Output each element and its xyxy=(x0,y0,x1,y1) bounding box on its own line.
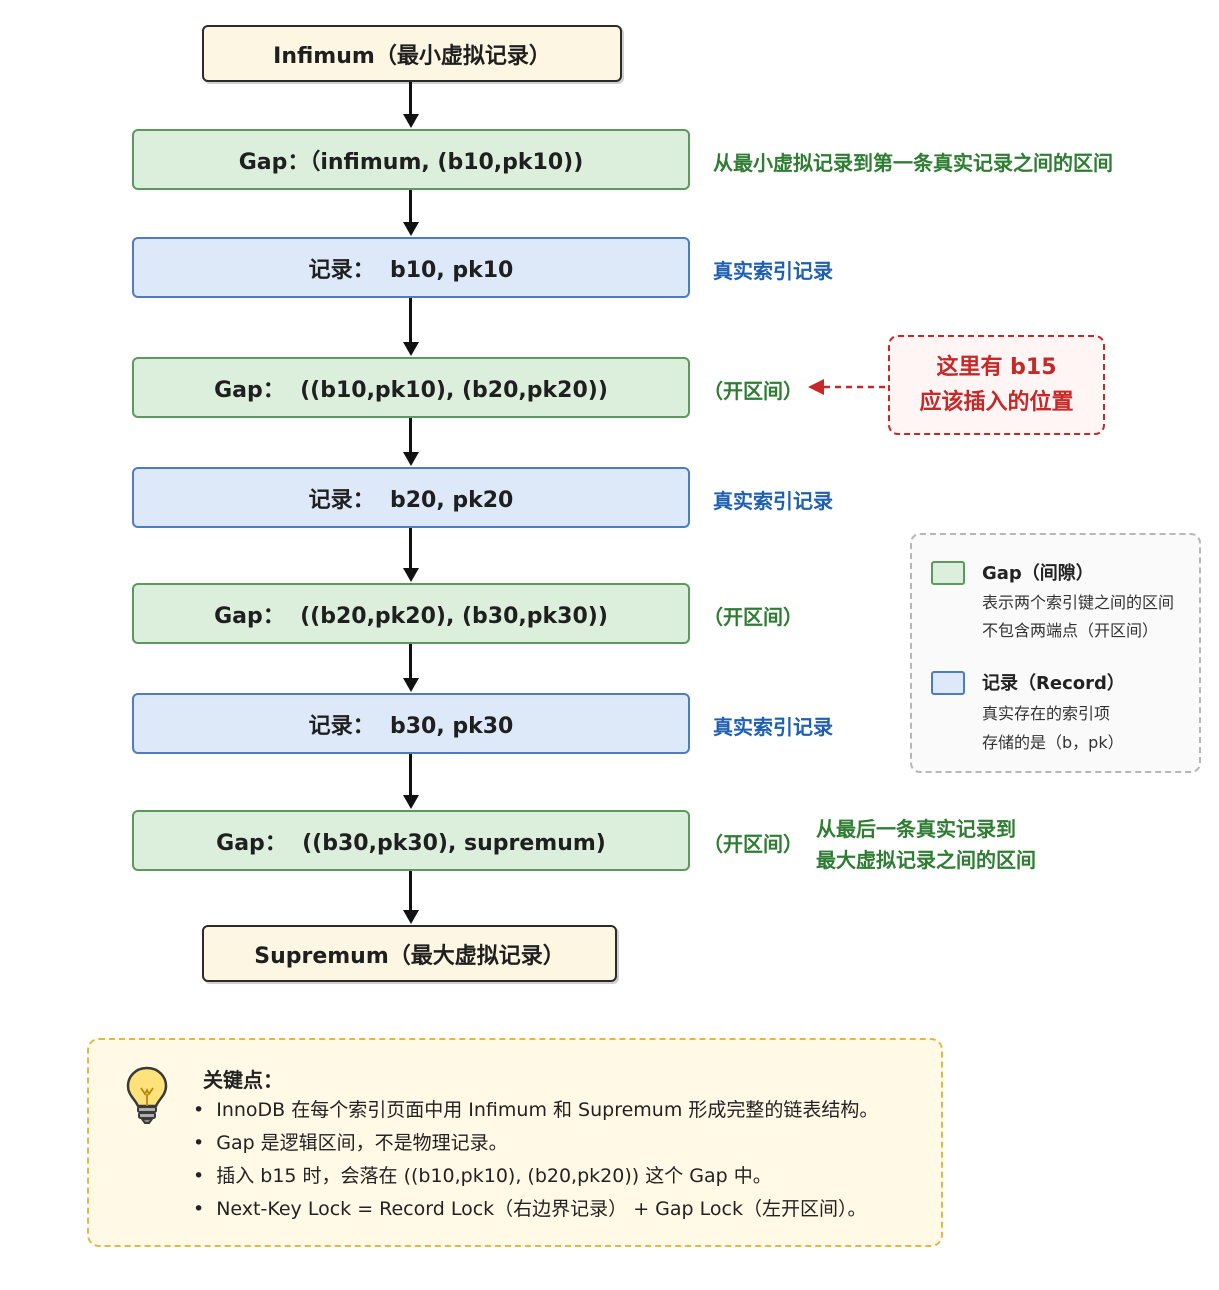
key-points-list: InnoDB 在每个索引页面中用 Infimum 和 Supremum 形成完整… xyxy=(213,1094,878,1226)
callout-arrow xyxy=(808,379,888,395)
legend-gap-swatch xyxy=(931,561,965,585)
note-gap-b10-b20: （开区间） xyxy=(703,379,803,403)
key-points-title: 关键点： xyxy=(203,1068,283,1092)
note-gap-b30-supremum-desc2: 最大虚拟记录之间的区间 xyxy=(816,848,1036,872)
legend-record-desc1: 真实存在的索引项 xyxy=(982,704,1111,723)
record-node-b20: 记录： b20, pk20 xyxy=(132,467,690,528)
infimum-node: Infimum（最小虚拟记录） xyxy=(202,25,622,82)
gap-node-b20-b30: Gap： ((b20,pk20), (b30,pk30)) xyxy=(132,583,690,644)
callout-line1: 这里有 b15 xyxy=(936,355,1057,380)
note-record-b30: 真实索引记录 xyxy=(713,715,833,739)
note-record-b20: 真实索引记录 xyxy=(713,489,833,513)
record-node-b30: 记录： b30, pk30 xyxy=(132,693,690,754)
legend-record-desc2: 存储的是（b，pk） xyxy=(982,733,1124,752)
record-node-b10: 记录： b10, pk10 xyxy=(132,237,690,298)
legend-gap-title: Gap（间隙） xyxy=(982,563,1094,584)
gap-node-b10-b20: Gap： ((b10,pk10), (b20,pk20)) xyxy=(132,357,690,418)
key-point-item: InnoDB 在每个索引页面中用 Infimum 和 Supremum 形成完整… xyxy=(213,1094,878,1127)
key-points-box: 关键点： InnoDB 在每个索引页面中用 Infimum 和 Supremum… xyxy=(87,1038,943,1247)
b15-insert-callout: 这里有 b15 应该插入的位置 xyxy=(888,335,1105,435)
legend: Gap（间隙） 表示两个索引键之间的区间 不包含两端点（开区间） 记录（Reco… xyxy=(910,533,1201,773)
legend-record-title: 记录（Record） xyxy=(982,673,1125,694)
supremum-node: Supremum（最大虚拟记录） xyxy=(202,925,617,982)
note-record-b10: 真实索引记录 xyxy=(713,259,833,283)
key-point-item: Gap 是逻辑区间，不是物理记录。 xyxy=(213,1127,878,1160)
note-gap-b20-b30: （开区间） xyxy=(703,605,803,629)
key-point-item: 插入 b15 时，会落在 ((b10,pk10), (b20,pk20)) 这个… xyxy=(213,1160,878,1193)
legend-gap-desc1: 表示两个索引键之间的区间 xyxy=(982,593,1175,612)
note-gap-b30-supremum: （开区间） xyxy=(703,832,803,856)
note-gap-infimum-b10: 从最小虚拟记录到第一条真实记录之间的区间 xyxy=(713,151,1113,175)
key-point-item: Next-Key Lock = Record Lock（右边界记录） + Gap… xyxy=(213,1193,878,1226)
lightbulb-icon xyxy=(126,1066,168,1124)
gap-node-infimum-b10: Gap：（infimum, (b10,pk10)) xyxy=(132,129,690,190)
callout-line2: 应该插入的位置 xyxy=(919,390,1074,415)
legend-gap-desc2: 不包含两端点（开区间） xyxy=(982,621,1159,640)
note-gap-b30-supremum-desc1: 从最后一条真实记录到 xyxy=(816,817,1016,841)
gap-node-b30-supremum: Gap： ((b30,pk30), supremum) xyxy=(132,810,690,871)
legend-record-swatch xyxy=(931,671,965,695)
